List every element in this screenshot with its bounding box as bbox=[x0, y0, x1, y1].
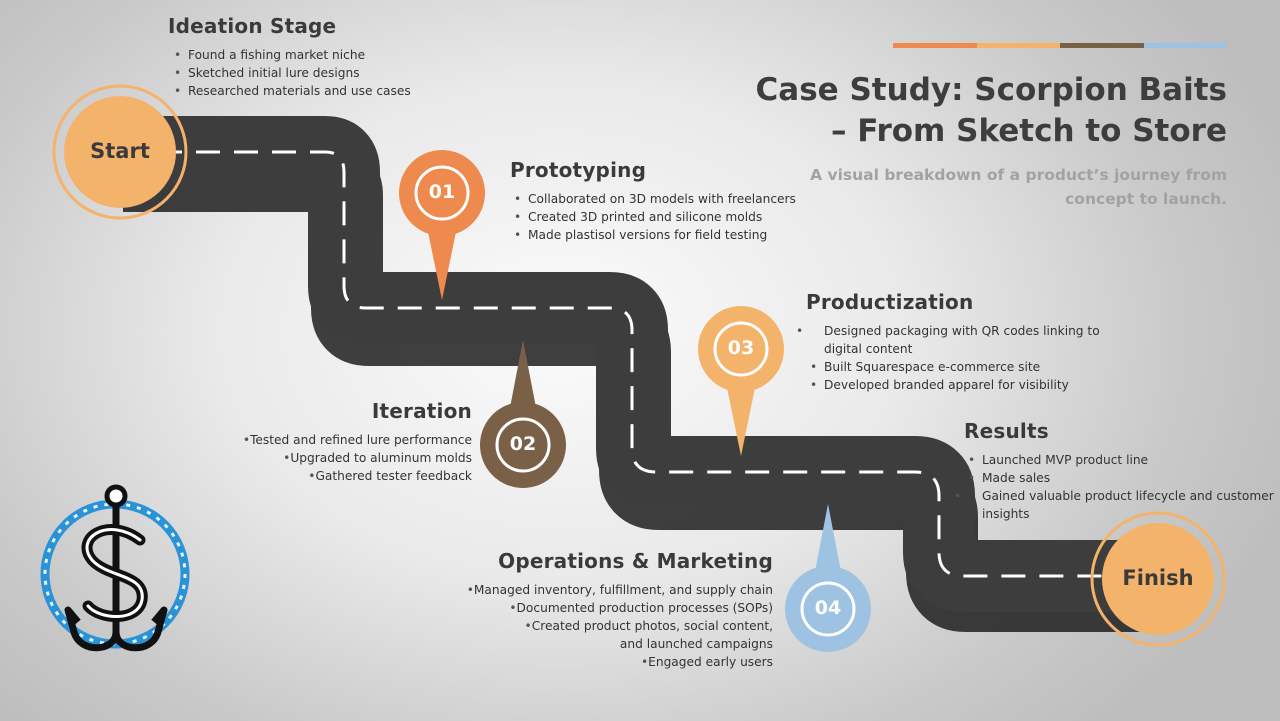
list-item: Launched MVP product line bbox=[968, 451, 1278, 469]
stage-results-title: Results bbox=[964, 419, 1049, 443]
list-item: Made plastisol versions for field testin… bbox=[514, 226, 796, 244]
page-title-line1: Case Study: Scorpion Baits bbox=[755, 72, 1227, 108]
stage-productization: Productization Designed packaging with Q… bbox=[806, 290, 1106, 394]
stage-operations-title: Operations & Marketing bbox=[498, 549, 773, 573]
pin-01-marker bbox=[399, 150, 485, 300]
stage-iteration-title: Iteration bbox=[371, 399, 472, 423]
pin-02-number: 02 bbox=[509, 433, 537, 455]
list-item: Created product photos, social content, … bbox=[453, 617, 773, 653]
list-item: Tested and refined lure performance bbox=[232, 431, 472, 449]
pin-03-number: 03 bbox=[727, 337, 755, 359]
title-accent-bars bbox=[893, 43, 1227, 48]
stage-results: Results Launched MVP product line Made s… bbox=[964, 419, 1278, 523]
list-item: Sketched initial lure designs bbox=[174, 64, 411, 82]
pin-01-number: 01 bbox=[428, 181, 456, 203]
list-item: Gained valuable product lifecycle and cu… bbox=[968, 487, 1278, 523]
list-item: Gathered tester feedback bbox=[232, 467, 472, 485]
page-title: Case Study: Scorpion Baits – From Sketch… bbox=[667, 70, 1227, 152]
list-item: Built Squarespace e-commerce site bbox=[810, 358, 1106, 376]
list-item: Developed branded apparel for visibility bbox=[810, 376, 1106, 394]
stage-prototyping-title: Prototyping bbox=[510, 158, 647, 182]
finish-label: Finish bbox=[1122, 566, 1194, 590]
stage-ideation: Ideation Stage Found a fishing market ni… bbox=[168, 14, 411, 100]
list-item: Created 3D printed and silicone molds bbox=[514, 208, 796, 226]
start-marker bbox=[52, 84, 188, 220]
list-item: Documented production processes (SOPs) bbox=[453, 599, 773, 617]
start-label: Start bbox=[90, 139, 150, 163]
list-item: Researched materials and use cases bbox=[174, 82, 411, 100]
list-item: Made sales bbox=[968, 469, 1278, 487]
list-item: Upgraded to aluminum molds bbox=[232, 449, 472, 467]
list-item: Found a fishing market niche bbox=[174, 46, 411, 64]
stage-ideation-title: Ideation Stage bbox=[168, 14, 337, 38]
page-subtitle: A visual breakdown of a product’s journe… bbox=[810, 166, 1227, 208]
list-item: Collaborated on 3D models with freelance… bbox=[514, 190, 796, 208]
pin-04-number: 04 bbox=[814, 597, 842, 619]
scorpion-anchor-icon bbox=[40, 484, 190, 652]
pin-03-marker bbox=[698, 306, 784, 456]
stage-operations: Operations & Marketing Managed inventory… bbox=[453, 549, 773, 671]
list-item: Managed inventory, fulfillment, and supp… bbox=[453, 581, 773, 599]
stage-iteration: Iteration Tested and refined lure perfor… bbox=[232, 399, 472, 485]
list-item: Engaged early users bbox=[453, 653, 773, 671]
page-title-line2: – From Sketch to Store bbox=[830, 113, 1227, 149]
stage-productization-title: Productization bbox=[806, 290, 974, 314]
pin-04-marker bbox=[785, 504, 871, 652]
list-item: Designed packaging with QR codes linking… bbox=[810, 322, 1106, 358]
pin-02-marker bbox=[480, 340, 566, 488]
stage-prototyping: Prototyping Collaborated on 3D models wi… bbox=[510, 158, 796, 244]
